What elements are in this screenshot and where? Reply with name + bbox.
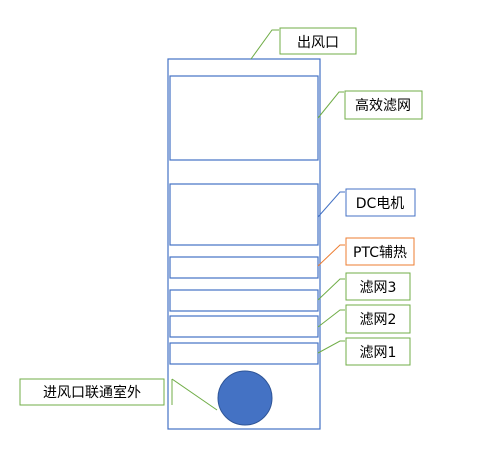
ptc-heater-block [169,256,319,279]
hepa-label: 高效滤网 [355,97,411,114]
dc-motor-callout-box [345,188,416,217]
filter-3-label: 滤网3 [360,280,397,296]
outlet-callout-box [279,27,357,55]
dc-motor-label: DC电机 [356,196,405,212]
filter-2-callout-box [345,304,411,334]
hepa-filter-block [169,75,319,161]
hepa-leader-line [317,91,344,119]
ptc-callout-box [345,237,415,266]
inlet-fan-circle [217,370,273,426]
ptc-label: PTC辅热 [353,245,407,261]
filter-2-label: 滤网2 [360,312,397,328]
ptc-leader-line [317,244,345,267]
inlet-callout-box [19,378,165,406]
hepa-callout-box [344,90,423,120]
dc-motor-leader-line [317,191,345,218]
inlet-label: 进风口联通室外 [43,384,141,401]
outlet-leader-line [250,29,279,60]
filter-3-callout-box [345,272,411,301]
filter-1-label: 滤网1 [360,345,397,361]
filter-1-block [169,342,319,365]
filter-1-leader-line [317,340,345,354]
filter-2-block [169,315,319,338]
filter-3-leader-line [317,278,345,301]
filter-1-callout-box [345,337,411,366]
filter-2-leader-line [317,309,345,328]
inlet-leader-diagonal [171,378,218,411]
cabinet-outline [167,58,321,430]
outlet-label: 出风口 [297,35,339,51]
filter-3-block [169,289,319,312]
dc-motor-block [169,183,319,246]
